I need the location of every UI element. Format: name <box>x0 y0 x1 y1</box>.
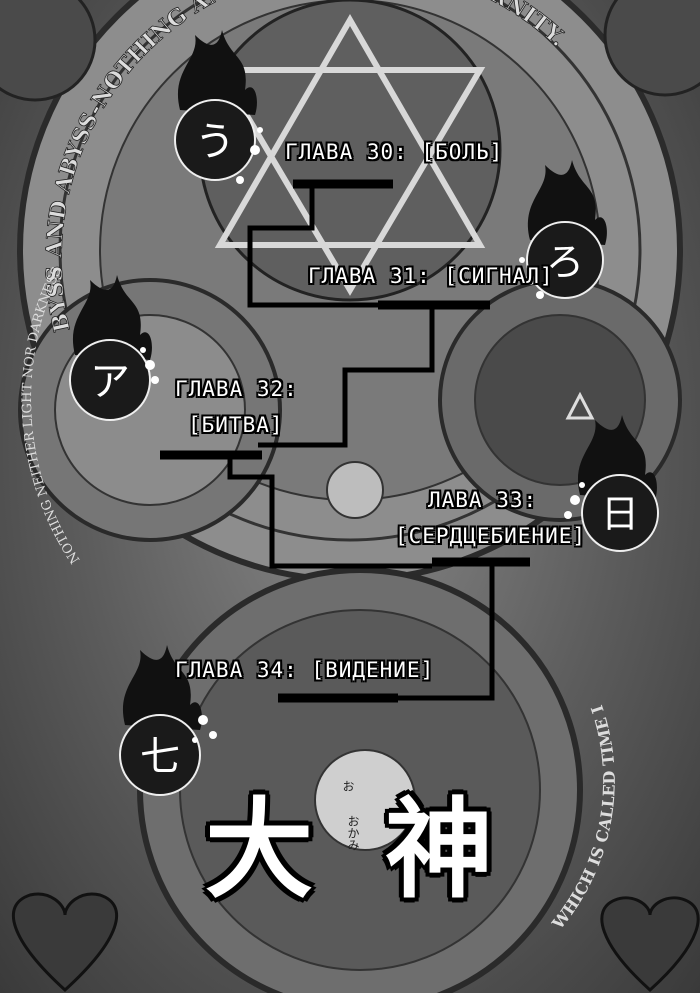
flame-icon <box>122 645 202 730</box>
orb-4-flame-sphere: 日 <box>564 415 659 552</box>
top-circle-inner <box>58 0 642 542</box>
sphere-icon <box>526 221 604 299</box>
middle-sun <box>326 461 384 519</box>
sphere-icon <box>69 339 151 421</box>
chapter-34-label: ГЛАВА 34: [ВИДЕНИЕ] <box>175 658 435 682</box>
chapter-32-label-line2: [БИТВА] <box>188 413 284 437</box>
orb-glyph: ろ <box>546 240 584 284</box>
orb-glyph: 日 <box>601 492 639 536</box>
orb-2-flame-sphere: ろ <box>519 160 607 299</box>
orb-glyph: 七 <box>140 734 180 780</box>
top-left-corner-circle <box>0 0 97 102</box>
chapter-31-label: ГЛАВА 31: [СИГНАЛ] <box>308 264 554 288</box>
right-heart <box>600 896 700 993</box>
title-kanji-1: 大 <box>205 787 314 913</box>
orb-glyph: ア <box>90 359 130 405</box>
flame-icon <box>72 275 152 360</box>
sphere-icon <box>119 714 201 796</box>
flame-icon <box>177 30 257 115</box>
hexagram-down <box>214 67 486 296</box>
orb-3-flame-sphere: ア <box>69 275 159 421</box>
connector-31-32 <box>258 305 435 448</box>
hexagram-up <box>214 14 486 248</box>
title-furigana-2: おかみ <box>346 815 360 851</box>
flame-icon <box>527 160 607 245</box>
title-kanji-2: 神 <box>385 787 494 913</box>
chapter-33-label-line1: ЛАВА 33: <box>428 488 538 512</box>
sphere-icon <box>581 474 659 552</box>
top-right-corner-circle <box>603 0 700 97</box>
chapter-32-label-line1: ГЛАВА 32: <box>175 377 298 401</box>
left-heart <box>12 892 118 993</box>
title-furigana-1: お <box>341 780 355 792</box>
chapter-connectors <box>160 179 530 703</box>
connector-33-34 <box>390 562 495 701</box>
chapter-33-label-line2: [СЕРДЦЕБИЕНИЕ] <box>395 524 587 548</box>
orb-1-flame-sphere: う <box>174 30 263 184</box>
sphere-icon <box>174 99 256 181</box>
connector-32-33 <box>227 455 432 569</box>
sun-circle <box>314 749 416 851</box>
orb-glyph: う <box>195 119 235 165</box>
triangle-symbol <box>565 391 595 420</box>
orb-5-flame-sphere: 七 <box>119 645 217 796</box>
connector-30-31 <box>247 184 378 308</box>
chapter-30-label: ГЛАВА 30: [БОЛЬ] <box>285 140 504 164</box>
